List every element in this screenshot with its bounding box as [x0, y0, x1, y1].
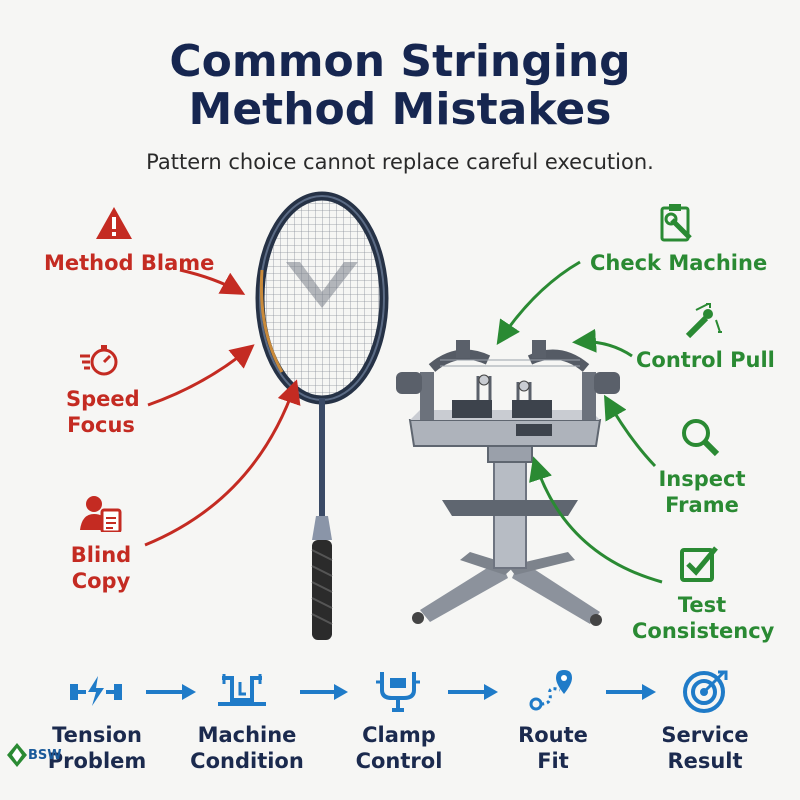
logo-icon	[7, 743, 27, 767]
label-blind-copy-line2: Copy	[71, 569, 131, 593]
route-pin-icon	[529, 670, 572, 711]
label-control-pull: Control Pull	[636, 348, 775, 372]
flow-step-5-line1: Service	[661, 723, 749, 747]
label-inspect-frame-line2: Frame	[665, 493, 739, 517]
arrow-control-pull	[572, 328, 633, 358]
arrow-speed-focus	[147, 344, 255, 407]
label-speed-focus-line2: Focus	[67, 413, 135, 437]
person-document-icon	[80, 496, 122, 532]
page-title: Common Stringing Method Mistakes	[0, 38, 800, 134]
label-blind-copy-line1: Blind	[70, 543, 132, 567]
logo-text: BSW	[28, 748, 62, 763]
arrow-inspect-frame	[604, 394, 657, 468]
label-check-machine: Check Machine	[590, 251, 768, 275]
flow-step-route-fit: Route Fit	[478, 722, 628, 774]
label-inspect-frame: Inspect Frame	[654, 466, 750, 518]
flow-step-machine-condition: Machine Condition	[172, 722, 322, 774]
label-inspect-frame-line1: Inspect	[658, 467, 746, 491]
flow-step-4-line2: Fit	[537, 749, 569, 773]
stringing-machine	[396, 340, 620, 626]
flow-step-tension-problem: Tension Problem	[22, 722, 172, 774]
flow-step-1-line2: Problem	[47, 749, 147, 773]
title-line-2: Method Mistakes	[188, 84, 612, 135]
flow-step-2-line2: Condition	[190, 749, 304, 773]
label-blind-copy: Blind Copy	[66, 542, 136, 594]
warning-icon	[96, 207, 132, 239]
checkbox-icon	[680, 546, 718, 582]
stopwatch-icon	[80, 345, 118, 376]
arrow-blind-copy	[144, 379, 301, 547]
label-speed-focus-line1: Speed	[66, 387, 140, 411]
machine-clamp-icon	[218, 674, 266, 706]
flow-step-clamp-control: Clamp Control	[324, 722, 474, 774]
label-speed-focus: Speed Focus	[66, 386, 140, 438]
label-method-blame: Method Blame	[44, 251, 215, 275]
flow-arrows	[146, 684, 656, 700]
flow-step-4-line1: Route	[518, 723, 588, 747]
arrow-method-blame	[179, 268, 246, 295]
title-line-1: Common Stringing	[169, 36, 631, 87]
arrow-check-machine	[496, 260, 581, 345]
tool-pull-icon	[685, 303, 722, 339]
target-icon	[683, 670, 728, 713]
flow-step-3-line1: Clamp	[362, 723, 436, 747]
magnifier-icon	[682, 419, 720, 457]
badminton-racket	[255, 191, 389, 640]
clipboard-wrench-icon	[660, 204, 692, 242]
flow-step-1-line1: Tension	[52, 723, 142, 747]
flow-step-5-line2: Result	[667, 749, 743, 773]
arrow-test-consistency	[529, 456, 663, 584]
clamp-icon	[376, 672, 420, 712]
label-test-consistency-line2: Consistency	[632, 619, 775, 643]
label-test-consistency: Test Consistency	[632, 592, 775, 644]
label-test-consistency-line1: Test	[677, 593, 727, 617]
tension-icon	[70, 676, 122, 706]
flow-step-2-line1: Machine	[197, 723, 297, 747]
flow-step-service-result: Service Result	[630, 722, 780, 774]
subtitle: Pattern choice cannot replace careful ex…	[146, 150, 654, 174]
flow-step-3-line2: Control	[355, 749, 443, 773]
